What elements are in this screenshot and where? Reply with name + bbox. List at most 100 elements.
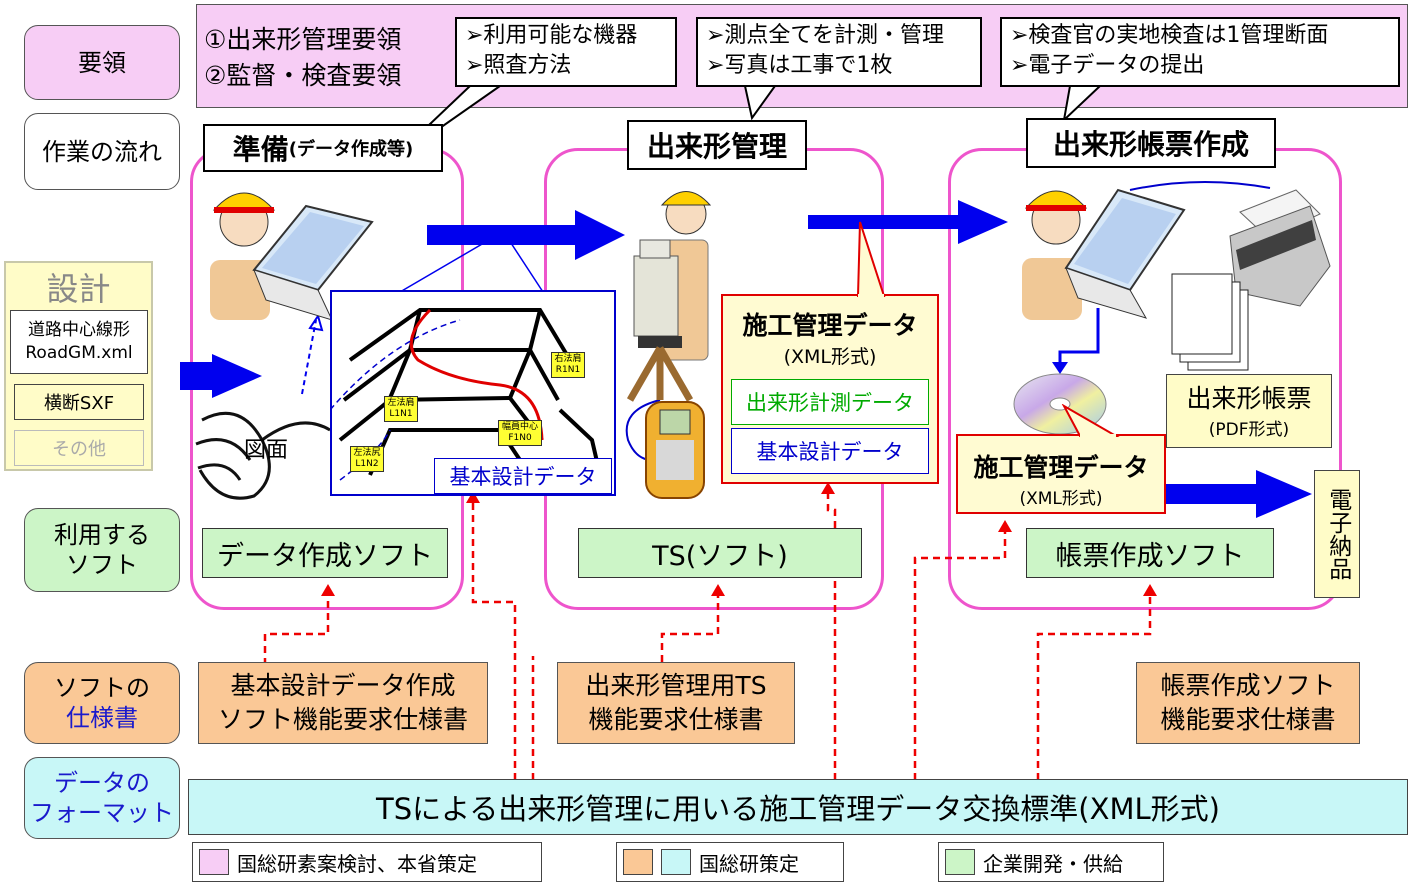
drawing-label: 図面: [244, 438, 289, 463]
zoom-line-right: [508, 239, 544, 293]
cad-point-r1n1: 右法肩 R1N1: [551, 352, 585, 378]
printer-cable: [1129, 181, 1271, 191]
arrow-prep-to-manage: [427, 210, 625, 260]
dashed-blue-line: [301, 319, 317, 395]
cad-point-r1n1-bottom: R1N1: [555, 364, 581, 375]
row-label-software-line1: 利用する: [54, 521, 150, 549]
row-label-format-line1: データの: [54, 769, 150, 797]
total-station-icon: [626, 191, 712, 402]
report-doc-title: 出来形帳票: [1186, 384, 1312, 413]
worker-laptop-report-icon: [1022, 188, 1186, 320]
cad-point-l1n2: 左法尻 L1N2: [350, 446, 384, 472]
laptop-to-cd-arrowhead: [1052, 362, 1068, 374]
construction-data-1-tail: [856, 221, 886, 298]
cad-point-l1n2-bottom: L1N2: [355, 458, 379, 469]
row-label-flow: 作業の流れ: [24, 113, 180, 190]
format-standard-bar: TSによる出来形管理に用いる施工管理データ交換標準(XML形式): [188, 779, 1408, 835]
callout-measurement-line2: ➢写真は工事で1枚: [706, 52, 893, 78]
design-data-label: 基本設計データ: [434, 458, 612, 494]
drawing-scroll-icon: [195, 411, 331, 500]
row-label-spec-line1: ソフトの: [54, 674, 150, 702]
legend-item-1: 国総研素案検討、本省策定: [192, 842, 542, 882]
spec-prep-line2: ソフト機能要求仕様書: [217, 705, 468, 734]
design-cross-section: 横断SXF: [14, 384, 144, 420]
measured-data-label: 出来形計測データ: [731, 379, 929, 425]
cad-point-l1n2-top: 左法尻: [353, 448, 381, 458]
row-label-format: データの フォーマット: [24, 757, 180, 839]
callout-equipment: ➢利用可能な機器 ➢照査方法: [455, 17, 677, 87]
spec-ts-line2: 機能要求仕様書: [588, 705, 764, 734]
stage-header-prep-sub: (データ作成等): [288, 139, 414, 160]
cad-point-l1n1: 左法肩 L1N1: [384, 396, 418, 422]
legend-swatch-green: [945, 849, 975, 875]
electronic-delivery: 電子納品: [1314, 470, 1360, 598]
youryou-item-1: ①出来形管理要領: [204, 25, 402, 54]
design-data-label-2: 基本設計データ: [731, 428, 929, 474]
spec-prep-line1: 基本設計データ作成: [230, 671, 456, 701]
row-label-format-line2: フォーマット: [30, 799, 174, 827]
legend-swatch-cyan: [661, 849, 691, 875]
design-other: その他: [14, 430, 144, 466]
callout-inspection-line2: ➢電子データの提出: [1010, 52, 1205, 78]
spec-prep: 基本設計データ作成 ソフト機能要求仕様書: [198, 662, 488, 744]
callout-inspection: ➢検査官の実地検査は1管理断面 ➢電子データの提出: [1000, 17, 1400, 87]
legend-item-2: 国総研策定: [616, 842, 844, 882]
construction-data-2-title: 施工管理データ: [973, 453, 1149, 482]
spec-ts: 出来形管理用TS 機能要求仕様書: [557, 662, 795, 744]
design-road-line2: RoadGM.xml: [25, 343, 133, 363]
software-ts: TS(ソフト): [578, 528, 862, 578]
row-label-spec-line2: 仕様書: [66, 704, 138, 732]
report-doc-format: (PDF形式): [1208, 420, 1290, 440]
construction-data-2-tail: [1061, 404, 1120, 438]
callout-tail-2: [743, 85, 777, 121]
construction-data-1-title: 施工管理データ: [742, 311, 918, 340]
worker-laptop-icon: [210, 192, 374, 321]
row-label-spec: ソフトの 仕様書: [24, 662, 180, 744]
stage-header-prep: 準備 (データ作成等): [203, 124, 443, 172]
laptop-to-cd-arrow: [1058, 308, 1100, 365]
spec-report-line1: 帳票作成ソフト: [1160, 671, 1336, 701]
cad-point-f1n0: 幅員中心 F1N0: [498, 420, 542, 446]
software-report: 帳票作成ソフト: [1026, 528, 1274, 578]
spec-report: 帳票作成ソフト 機能要求仕様書: [1136, 662, 1360, 744]
cad-point-f1n0-bottom: F1N0: [508, 432, 532, 443]
stage-header-prep-title: 準備: [232, 133, 289, 166]
construction-data-2-format: (XML形式): [1019, 489, 1103, 509]
callout-measurement-line1: ➢測点全てを計測・管理: [706, 23, 944, 48]
legend-label-1: 国総研素案検討、本省策定: [237, 851, 477, 876]
legend-label-2: 国総研策定: [699, 851, 799, 876]
callout-equipment-line1: ➢利用可能な機器: [465, 23, 638, 48]
red-arrowheads: [321, 482, 1157, 596]
zoom-line-left: [399, 239, 490, 293]
design-road-line1: 道路中心線形: [28, 320, 130, 341]
callout-inspection-line1: ➢検査官の実地検査は1管理断面: [1010, 23, 1329, 48]
cad-point-f1n0-top: 幅員中心: [501, 422, 538, 432]
spec-ts-line1: 出来形管理用TS: [585, 671, 767, 701]
dashed-blue-arrowhead: [308, 313, 324, 332]
construction-data-1-format: (XML形式): [783, 346, 877, 368]
spec-report-line2: 機能要求仕様書: [1160, 705, 1336, 734]
row-label-youryou: 要領: [24, 25, 180, 100]
callout-measurement: ➢測点全てを計測・管理 ➢写真は工事で1枚: [696, 17, 982, 87]
cad-point-r1n1-top: 右法肩: [554, 354, 582, 364]
row-label-software: 利用する ソフト: [24, 508, 180, 592]
construction-data-box-2: [956, 434, 1166, 514]
legend-item-3: 企業開発・供給: [938, 842, 1164, 882]
design-road-alignment: 道路中心線形 RoadGM.xml: [10, 310, 148, 374]
legend-swatch-orange: [623, 849, 653, 875]
documents-icon: [1171, 273, 1249, 371]
cad-point-l1n1-top: 左法肩: [387, 398, 415, 408]
red-dashed-connectors: [263, 490, 1152, 780]
legend-swatch-pink: [199, 849, 229, 875]
youryou-items: ①出来形管理要領 ②監督・検査要領: [204, 22, 401, 95]
stage-header-manage: 出来形管理: [627, 120, 807, 170]
software-prep: データ作成ソフト: [202, 528, 448, 578]
callout-tail-1: [428, 85, 504, 130]
legend-label-3: 企業開発・供給: [983, 851, 1123, 876]
design-title: 設計: [46, 270, 111, 308]
callout-equipment-line2: ➢照査方法: [465, 52, 572, 78]
flow-arrows: [180, 200, 1312, 518]
arrow-design-to-prep: [180, 354, 262, 398]
row-label-software-line2: ソフト: [66, 551, 138, 579]
